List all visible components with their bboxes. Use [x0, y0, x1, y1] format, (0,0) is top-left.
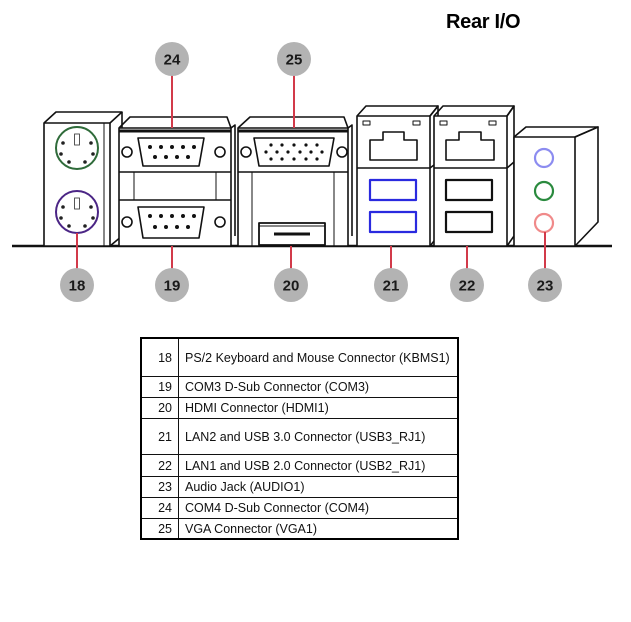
lan1-port [445, 131, 495, 161]
ps2-connector-block [43, 111, 123, 247]
callout-label-24: 24 [164, 52, 181, 69]
audio-jack-block [513, 126, 599, 247]
callout-23 [528, 268, 562, 302]
rear-io-diagram: 24 25 18 19 20 21 22 23 [12, 42, 612, 302]
row-number: 24 [140, 496, 179, 519]
usb2-port-top [444, 178, 494, 202]
row-description: Audio Jack (AUDIO1) [178, 475, 459, 498]
callout-label-21: 21 [383, 278, 400, 295]
row-description: COM3 D-Sub Connector (COM3) [178, 375, 459, 398]
vga-port [253, 137, 335, 167]
table-row: 18 PS/2 Keyboard and Mouse Connector (KB… [140, 337, 459, 377]
row-number: 25 [140, 517, 179, 540]
vga-hdmi-block [237, 116, 353, 247]
row-number: 22 [140, 453, 179, 477]
usb3-port-bottom [368, 210, 418, 234]
callout-19 [155, 268, 189, 302]
callout-24 [155, 42, 189, 76]
row-description: COM4 D-Sub Connector (COM4) [178, 496, 459, 519]
row-number: 21 [140, 417, 179, 455]
diagram-title: Rear I/O [446, 11, 521, 33]
callout-label-25: 25 [286, 52, 303, 69]
row-description: PS/2 Keyboard and Mouse Connector (KBMS1… [178, 337, 459, 377]
row-number: 19 [140, 375, 179, 398]
callout-22 [450, 268, 484, 302]
callout-label-20: 20 [283, 278, 300, 295]
callout-label-23: 23 [537, 278, 554, 295]
callout-25 [277, 42, 311, 76]
usb3-port-top [368, 178, 418, 202]
com3-port [137, 206, 205, 239]
table-row: 24 COM4 D-Sub Connector (COM4) [140, 496, 459, 519]
table-row: 22 LAN1 and USB 2.0 Connector (USB2_RJ1) [140, 453, 459, 477]
callout-20 [274, 268, 308, 302]
row-description: HDMI Connector (HDMI1) [178, 396, 459, 419]
lan2-usb3-block [356, 105, 439, 247]
callout-label-18: 18 [69, 278, 86, 295]
table-row: 25 VGA Connector (VGA1) [140, 517, 459, 540]
callout-label-22: 22 [459, 278, 476, 295]
row-description: LAN1 and USB 2.0 Connector (USB2_RJ1) [178, 453, 459, 477]
audio-line-in-jack [533, 147, 555, 169]
usb2-port-bottom [444, 210, 494, 234]
connector-legend-table: 18 PS/2 Keyboard and Mouse Connector (KB… [140, 337, 459, 540]
row-number: 23 [140, 475, 179, 498]
table-row: 20 HDMI Connector (HDMI1) [140, 396, 459, 419]
row-number: 18 [140, 337, 179, 377]
table-row: 19 COM3 D-Sub Connector (COM3) [140, 375, 459, 398]
table-row: 23 Audio Jack (AUDIO1) [140, 475, 459, 498]
lan1-usb2-block [433, 105, 515, 247]
audio-line-out-jack [533, 180, 555, 202]
row-description: VGA Connector (VGA1) [178, 517, 459, 540]
callout-18 [60, 268, 94, 302]
lan2-port [369, 131, 418, 161]
callout-21 [374, 268, 408, 302]
com4-port [137, 137, 205, 167]
table-row: 21 LAN2 and USB 3.0 Connector (USB3_RJ1) [140, 417, 459, 455]
ps2-keyboard-port [55, 126, 99, 170]
callout-label-19: 19 [164, 278, 181, 295]
row-description: LAN2 and USB 3.0 Connector (USB3_RJ1) [178, 417, 459, 455]
com-connector-block [118, 116, 236, 247]
row-number: 20 [140, 396, 179, 419]
